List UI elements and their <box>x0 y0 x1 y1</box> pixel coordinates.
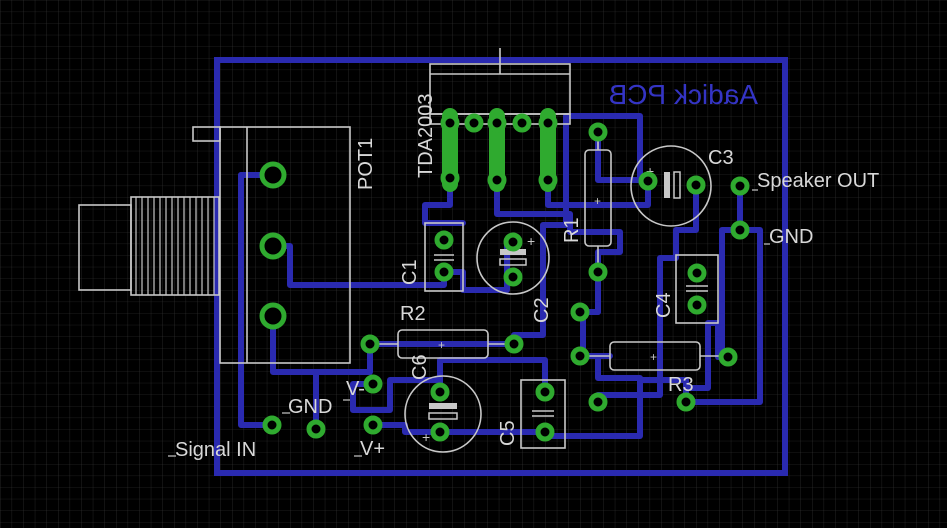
capacitor-c4-silk <box>675 254 719 324</box>
chip-label: TDA2003 <box>415 94 437 179</box>
c5-label: C5 <box>497 420 519 446</box>
c3-label: C3 <box>708 147 734 169</box>
speaker-out-label: Speaker OUT <box>757 170 879 192</box>
svg-text:+: + <box>646 163 654 179</box>
c4-label: C4 <box>653 292 675 318</box>
board-outline <box>214 57 788 476</box>
r3-label: R3 <box>668 374 694 396</box>
c6-label: C6 <box>409 354 431 380</box>
svg-text:+: + <box>422 429 430 445</box>
board-title-mirrored: Aadick PCB <box>609 79 758 110</box>
pads <box>259 108 750 442</box>
gnd-left-label: GND <box>288 396 332 418</box>
pot-label: POT1 <box>355 138 377 190</box>
v-plus-label: V+ <box>360 438 385 460</box>
potentiometer-silk <box>78 126 351 364</box>
svg-text:+: + <box>527 233 535 249</box>
capacitor-c3-silk: + <box>630 145 712 227</box>
capacitor-c5-silk <box>520 379 566 449</box>
c1-label: C1 <box>399 259 421 285</box>
capacitor-c6-silk: + <box>404 375 482 453</box>
r2-label: R2 <box>400 303 426 325</box>
c2-label: C2 <box>531 297 553 323</box>
gnd-right-label: GND <box>769 226 813 248</box>
svg-text:+: + <box>594 194 601 208</box>
svg-text:+: + <box>650 350 657 364</box>
svg-text:+: + <box>438 338 445 352</box>
capacitor-c1-silk <box>424 222 464 292</box>
connector-leaders <box>168 189 770 457</box>
signal-in-label: Signal IN <box>175 439 256 461</box>
v-minus-label: V- <box>346 378 365 400</box>
capacitor-c2-silk: + <box>476 221 550 295</box>
r1-label: R1 <box>561 217 583 243</box>
